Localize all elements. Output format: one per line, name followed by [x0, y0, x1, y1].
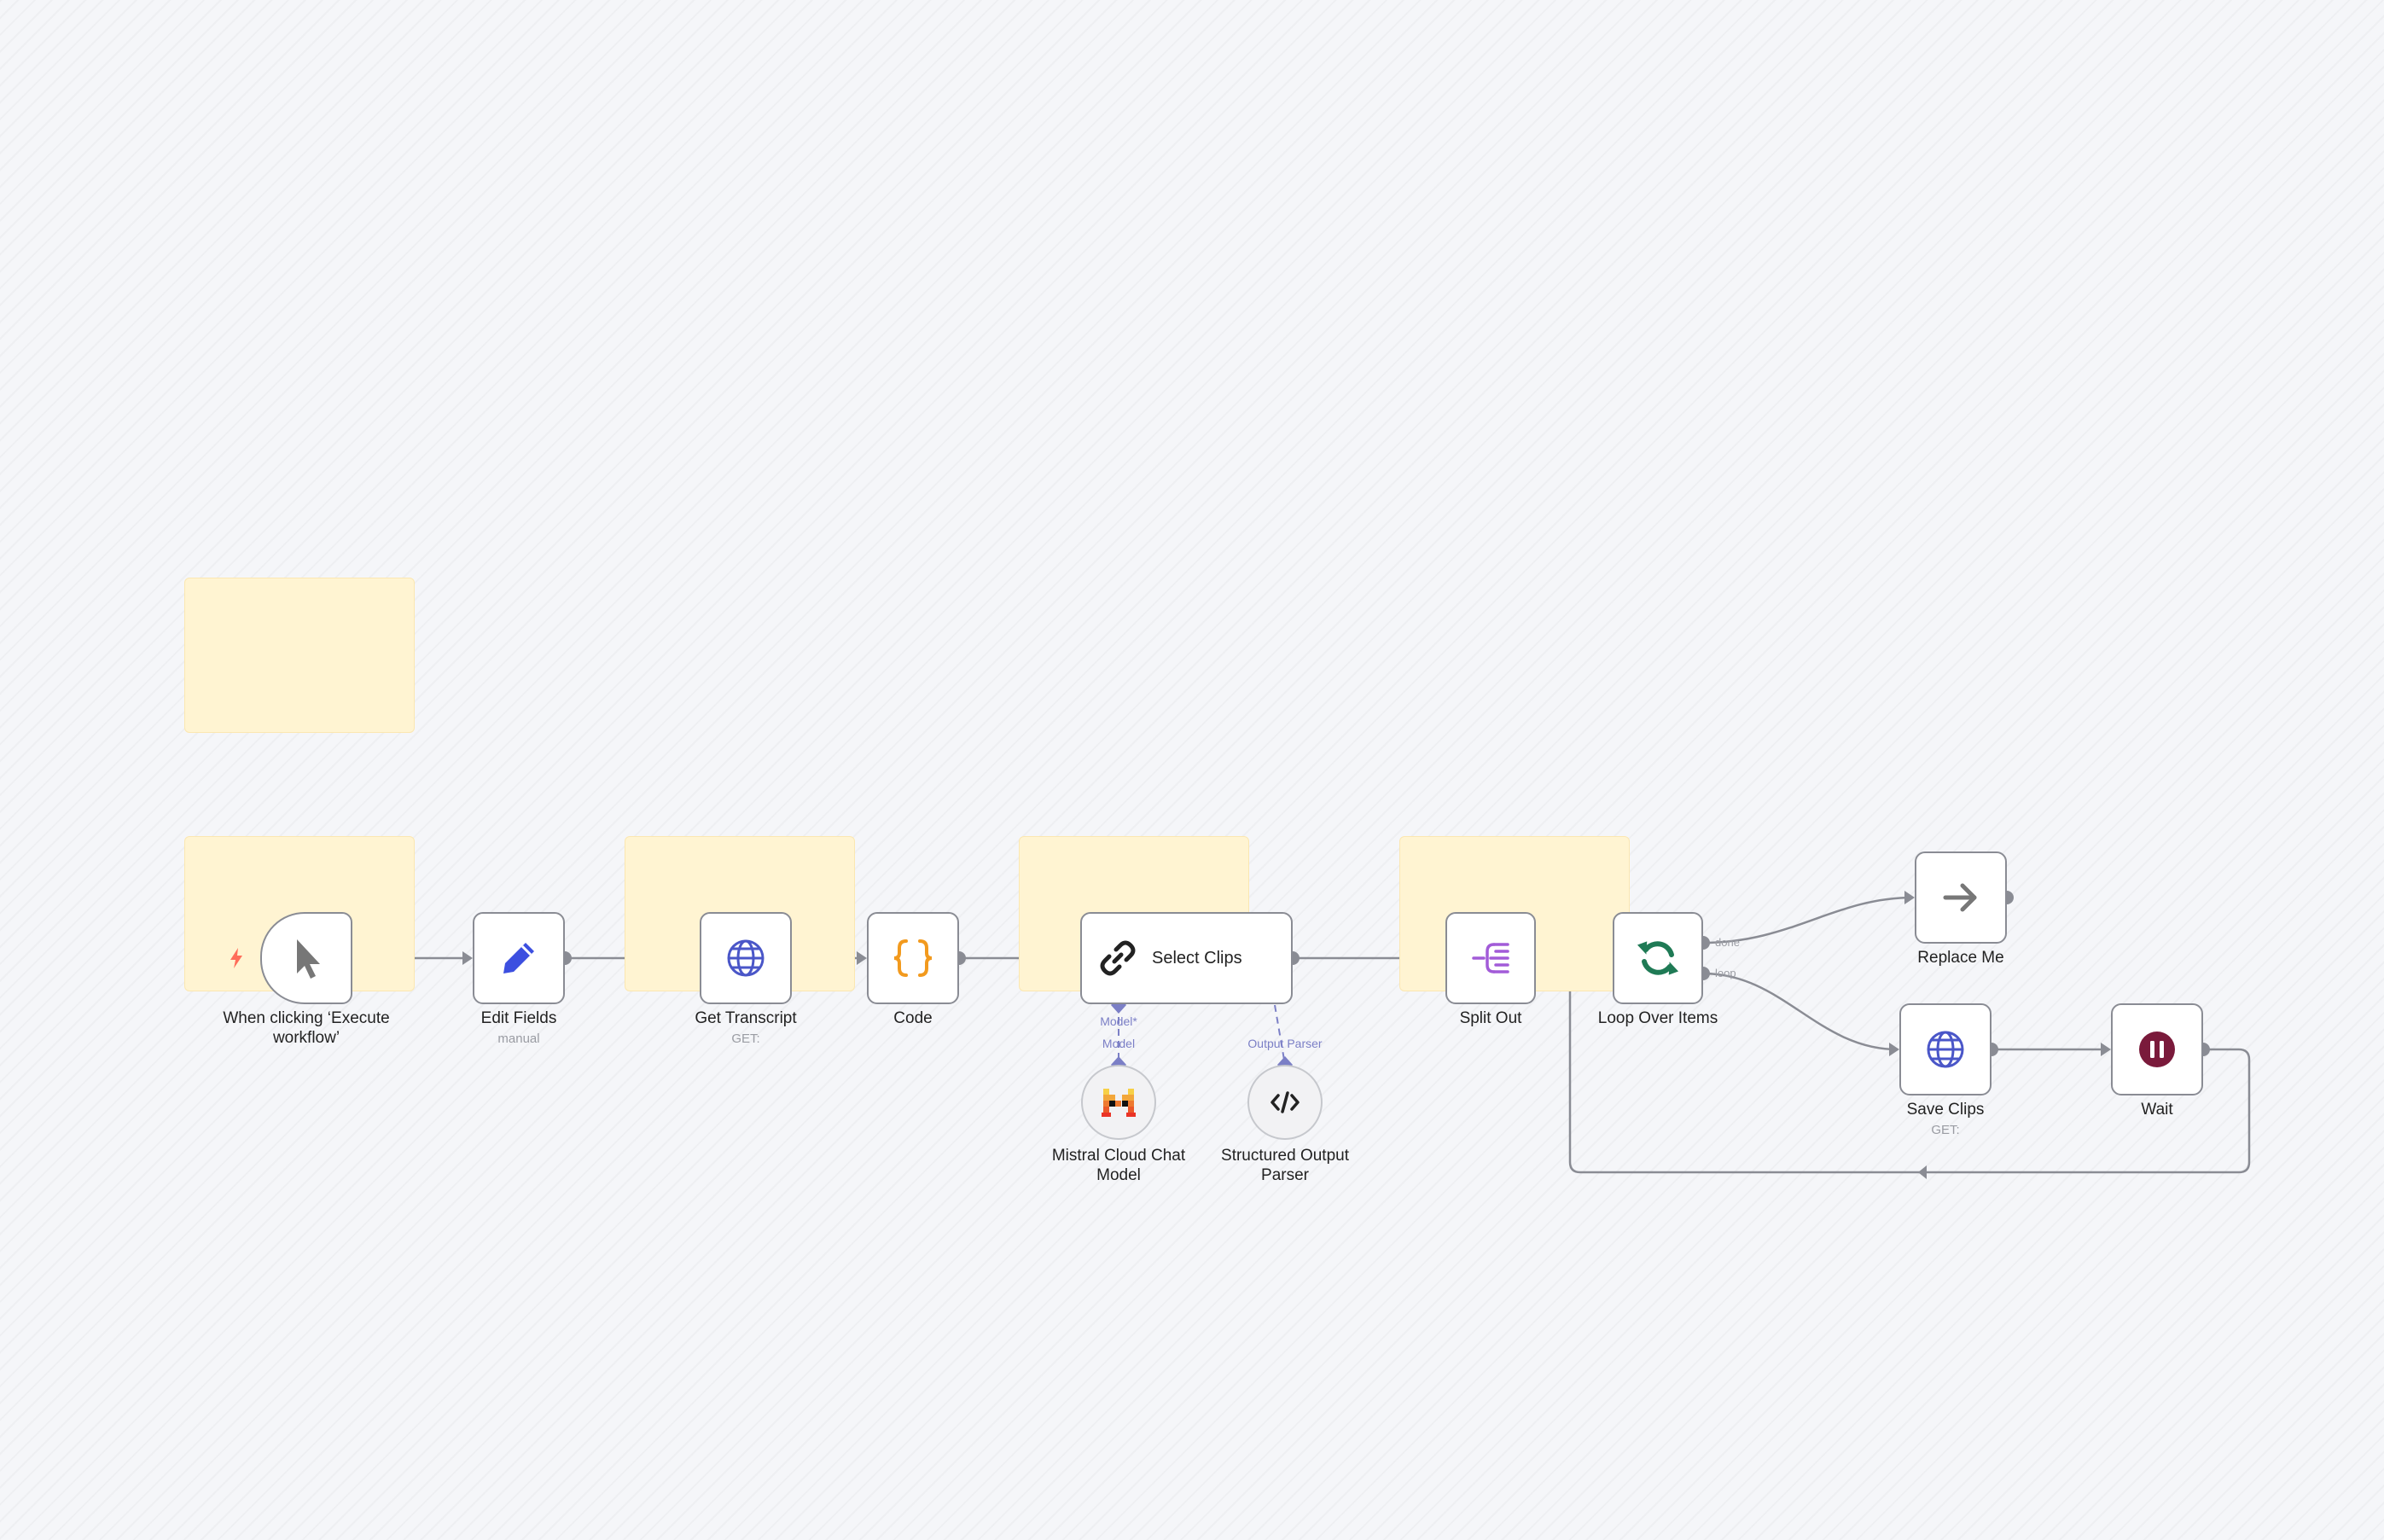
- trigger-bolt-icon: [230, 948, 242, 968]
- arrow-loop-back: [1918, 1165, 1927, 1179]
- node-save-clips[interactable]: [1899, 1003, 1992, 1095]
- node-select-clips[interactable]: Select Clips: [1080, 912, 1293, 1004]
- port-label-model-required: Model*: [1100, 1014, 1137, 1028]
- cursor-icon: [297, 939, 320, 979]
- code-tag-icon: [1270, 1091, 1300, 1113]
- node-output-parser[interactable]: [1247, 1065, 1323, 1140]
- output-label-loop: loop: [1715, 967, 1736, 979]
- arrow-wait-input: [2101, 1043, 2111, 1056]
- output-label-done: done: [1715, 936, 1740, 949]
- node-label-get-transcript: Get Transcript: [695, 1009, 797, 1027]
- node-sub-save-clips: GET:: [1931, 1123, 1960, 1137]
- node-label-code: Code: [893, 1009, 933, 1027]
- globe-icon: [1927, 1031, 1964, 1068]
- node-label-trigger: When clicking ‘Execute workflow’: [223, 1009, 390, 1047]
- refresh-icon: [1637, 941, 1679, 975]
- node-trigger[interactable]: [260, 912, 352, 1004]
- arrow-replace-me-input: [1904, 891, 1915, 904]
- node-sub-edit-fields: manual: [497, 1032, 540, 1046]
- wire-loop-to-save-clips: [1702, 972, 1898, 1051]
- wire-loop-done-to-replace-me: [1702, 896, 1914, 944]
- node-label-mistral: Mistral Cloud Chat Model: [1051, 1147, 1186, 1184]
- node-label-wait: Wait: [2141, 1101, 2173, 1119]
- port-label-output-parser: Output Parser: [1247, 1037, 1323, 1050]
- node-get-transcript[interactable]: [700, 912, 792, 1004]
- pause-icon: [2139, 1032, 2175, 1067]
- node-label-output-parser: Structured Output Parser: [1221, 1147, 1349, 1184]
- pencil-icon: [503, 943, 534, 973]
- node-label-loop-over-items: Loop Over Items: [1597, 1009, 1718, 1027]
- node-replace-me[interactable]: [1915, 851, 2007, 944]
- port-label-model: Model: [1102, 1037, 1136, 1050]
- node-loop-over-items[interactable]: [1613, 912, 1703, 1004]
- node-label-save-clips: Save Clips: [1906, 1101, 1985, 1119]
- node-edit-fields[interactable]: [473, 912, 565, 1004]
- node-label-replace-me: Replace Me: [1917, 949, 2004, 967]
- split-icon: [1472, 943, 1509, 973]
- ai-wire-parser: [1274, 1004, 1286, 1066]
- arrow-code-input: [857, 951, 867, 965]
- node-label-select-clips: Select Clips: [1152, 948, 1242, 968]
- globe-icon: [727, 939, 765, 977]
- node-code[interactable]: [867, 912, 959, 1004]
- node-label-edit-fields: Edit Fields: [480, 1009, 557, 1027]
- sticky-note[interactable]: [184, 578, 415, 733]
- arrow-edit-fields-input: [462, 951, 473, 965]
- arrow-right-icon: [1943, 883, 1977, 912]
- node-wait[interactable]: [2111, 1003, 2203, 1095]
- braces-icon: [893, 939, 933, 977]
- mistral-icon: [1102, 1089, 1136, 1117]
- link-icon: [1100, 940, 1136, 976]
- arrow-save-clips-input: [1889, 1043, 1899, 1056]
- node-split-out[interactable]: [1445, 912, 1536, 1004]
- node-sub-get-transcript: GET:: [731, 1032, 760, 1046]
- node-mistral[interactable]: [1081, 1065, 1156, 1140]
- node-label-split-out: Split Out: [1459, 1009, 1522, 1027]
